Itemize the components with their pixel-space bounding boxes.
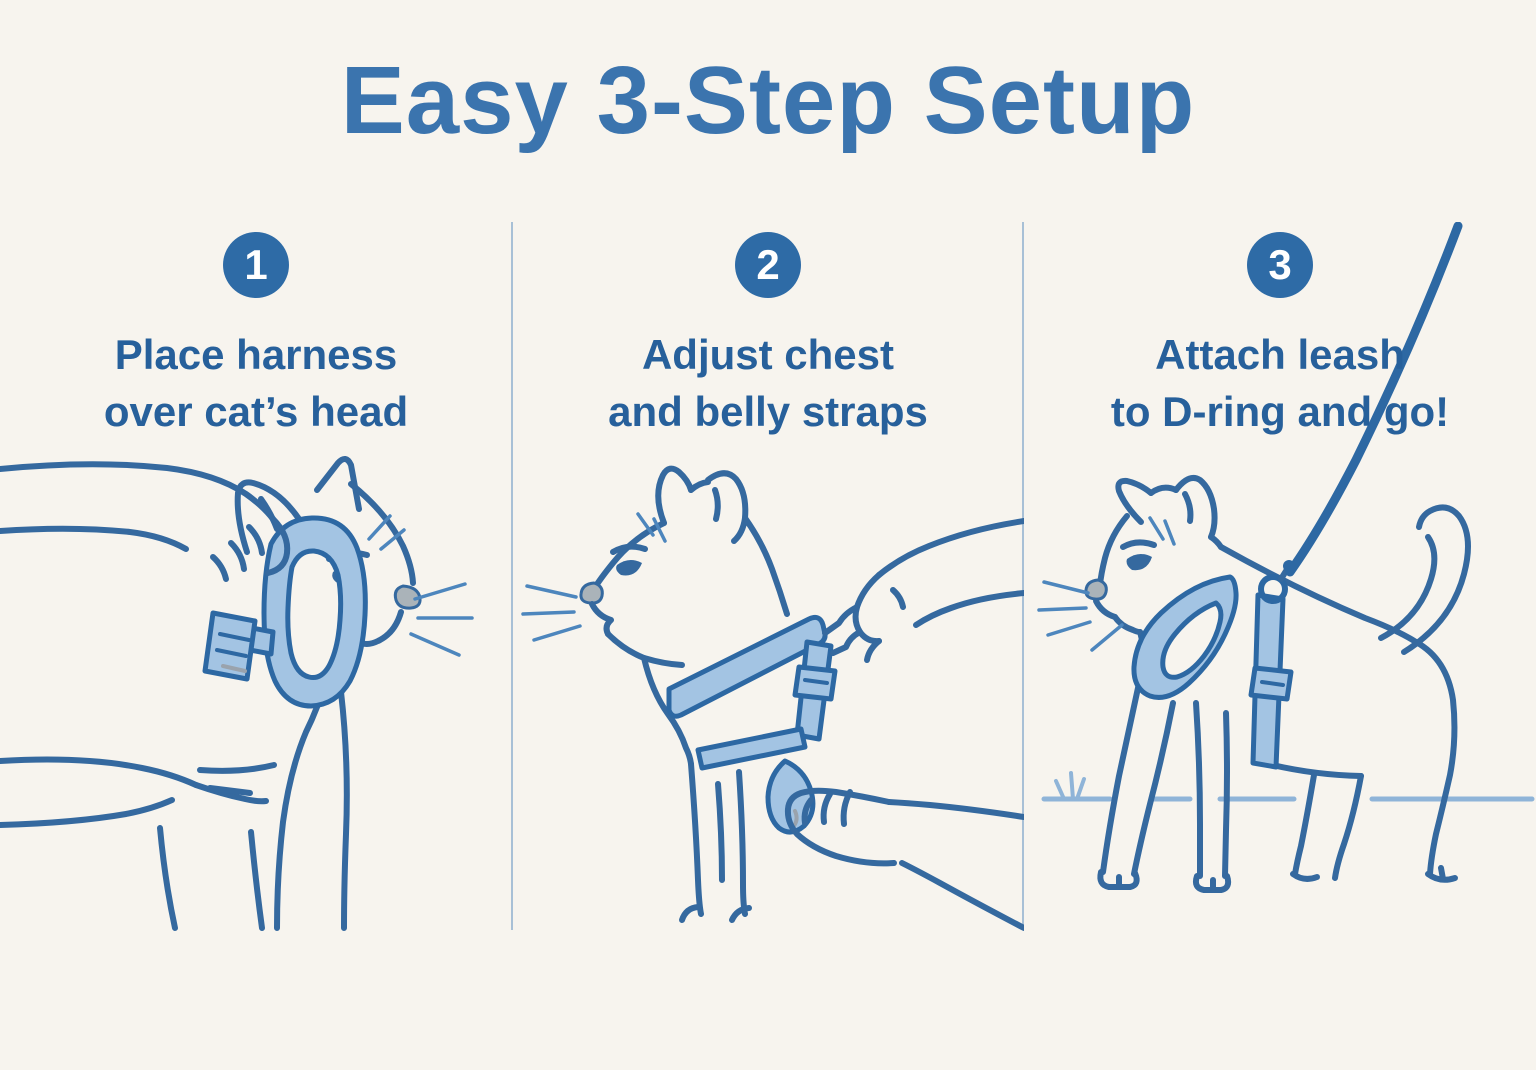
illustration-place-harness-over-cats-head-icon	[0, 456, 474, 932]
step-1-panel: 1 Place harness over cat’s head	[0, 222, 512, 938]
harness-icon	[202, 515, 368, 709]
step-3-panel: 3 Attach leash to D-ring and go!	[1024, 222, 1536, 938]
step-3-number: 3	[1268, 241, 1292, 289]
step-2-caption-line-2: and belly straps	[608, 388, 928, 436]
leash-icon	[1258, 222, 1463, 605]
step-2-caption-line-1: Adjust chest	[641, 331, 895, 379]
ground-icon	[1041, 771, 1535, 802]
step-2-number: 2	[756, 241, 780, 289]
infographic: Easy 3-Step Setup	[0, 46, 1536, 938]
page-title: Easy 3-Step Setup	[340, 47, 1196, 154]
step-3-caption-line-1: Attach leash	[1155, 331, 1405, 379]
step-1-number: 1	[244, 241, 268, 289]
step-1-caption: Place harness over cat’s head	[0, 326, 512, 440]
cat-icon	[521, 466, 790, 924]
steps-row: 1 Place harness over cat’s head	[0, 222, 1536, 938]
cat-icon	[1037, 475, 1471, 894]
panel-divider	[1022, 222, 1024, 931]
step-3-caption-line-2: to D-ring and go!	[1110, 388, 1450, 436]
illustration-adjust-chest-and-belly-straps-icon	[521, 466, 1024, 932]
panel-divider	[511, 222, 513, 931]
step-3-caption: Attach leash to D-ring and go!	[1024, 326, 1536, 440]
illustration-cat-walking-on-leash-icon	[1037, 222, 1535, 894]
step-2-caption: Adjust chest and belly straps	[512, 326, 1024, 440]
step-1-caption-line-2: over cat’s head	[103, 388, 409, 436]
hands-icon	[784, 518, 1024, 932]
step-1-caption-line-1: Place harness	[114, 331, 398, 379]
step-2-panel: 2 Adjust chest and belly straps	[512, 222, 1024, 938]
step-3-badge: 3	[1247, 232, 1313, 299]
harness-icon	[1131, 574, 1294, 770]
harness-icon	[666, 615, 838, 835]
step-1-badge: 1	[223, 232, 289, 299]
hands-icon	[0, 461, 291, 829]
step-2-badge: 2	[735, 232, 801, 299]
d-ring-icon	[1258, 574, 1288, 605]
